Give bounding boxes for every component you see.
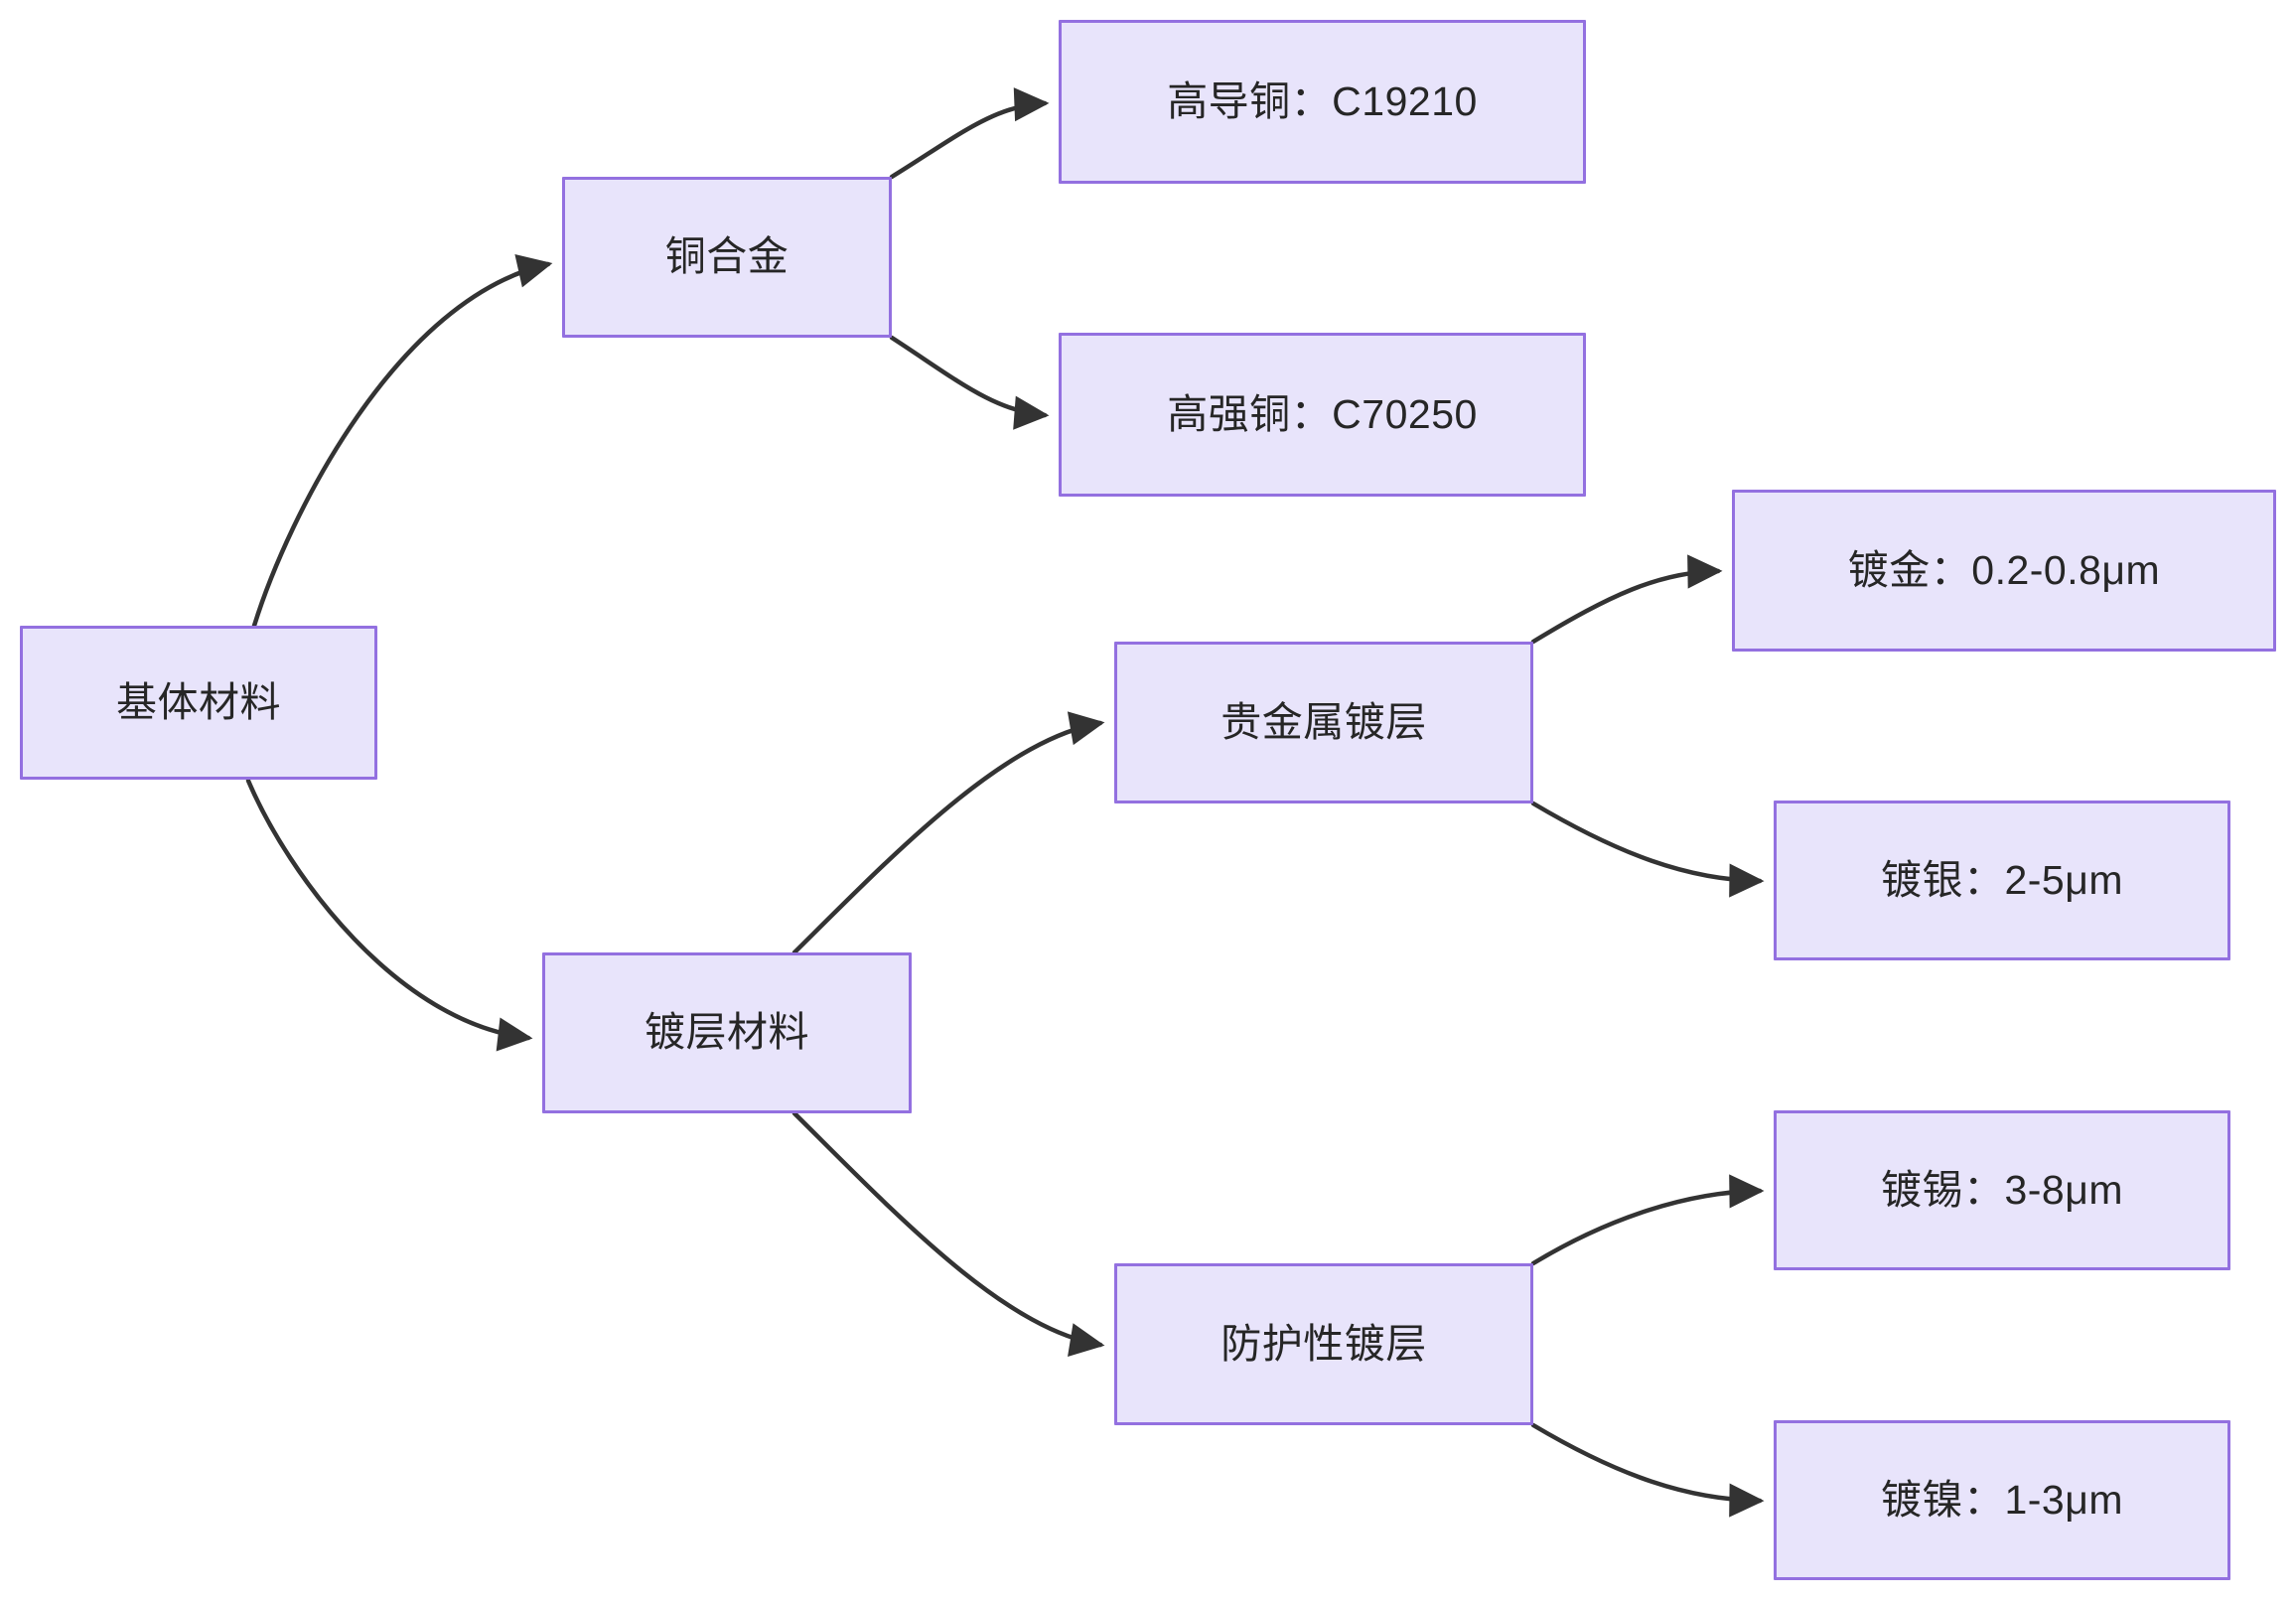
node-nickel[interactable]: 镀镍：1-3μm [1774,1420,2230,1580]
node-tin[interactable]: 镀锡：3-8μm [1774,1110,2230,1270]
node-label-c70250: 高强铜：C70250 [1167,390,1478,437]
node-c19210[interactable]: 高导铜：C19210 [1059,20,1586,184]
node-base[interactable]: 基体材料 [20,626,377,780]
edge-protect-to-nickel [1530,1422,1765,1518]
node-gold[interactable]: 镀金：0.2-0.8μm [1732,490,2276,652]
edge-copper-to-c70250 [889,335,1050,430]
node-label-tin: 镀锡：3-8μm [1880,1166,2124,1213]
node-label-nickel: 镀镍：1-3μm [1880,1476,2124,1523]
node-label-precious: 贵金属镀层 [1220,698,1427,745]
node-plating[interactable]: 镀层材料 [542,952,912,1113]
edge-base-to-copper [251,254,553,629]
node-precious[interactable]: 贵金属镀层 [1114,642,1533,803]
node-label-silver: 镀银：2-5μm [1880,856,2124,903]
node-label-plating: 镀层材料 [645,1009,809,1056]
node-label-copper: 铜合金 [664,233,789,280]
edge-plating-to-precious [791,711,1105,955]
edge-base-to-plating [245,778,533,1052]
node-label-gold: 镀金：0.2-0.8μm [1847,546,2161,593]
edge-protect-to-tin [1530,1174,1765,1266]
node-label-base: 基体材料 [116,678,281,725]
edge-precious-to-gold [1530,554,1723,645]
node-label-protect: 防护性镀层 [1220,1320,1427,1367]
node-protect[interactable]: 防护性镀层 [1114,1263,1533,1425]
node-copper[interactable]: 铜合金 [562,177,892,338]
node-label-c19210: 高导铜：C19210 [1167,77,1478,124]
edge-plating-to-protect [791,1110,1105,1357]
node-c70250[interactable]: 高强铜：C70250 [1059,333,1586,497]
node-silver[interactable]: 镀银：2-5μm [1774,801,2230,960]
edge-copper-to-c19210 [889,87,1050,180]
edge-precious-to-silver [1530,801,1765,898]
